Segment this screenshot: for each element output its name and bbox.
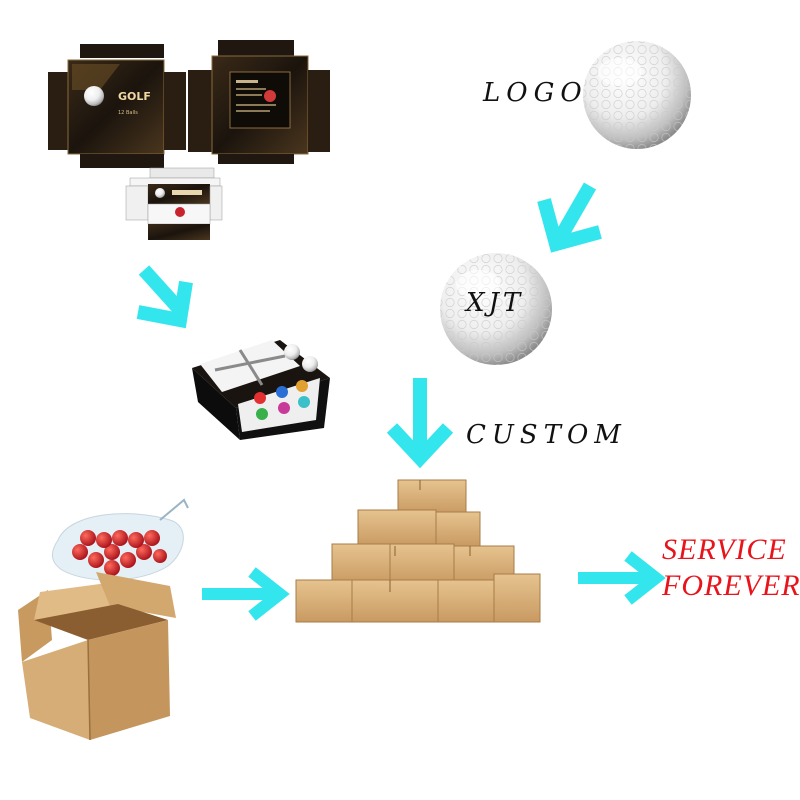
service-line-2: FOREVER	[662, 569, 800, 602]
printed-golf-ball-icon	[440, 253, 552, 365]
golf-box-dieline-icon: GOLF 12 Balls	[48, 44, 186, 168]
ball-print-label: XJT	[466, 288, 525, 318]
box-brand-text: GOLF	[118, 90, 151, 103]
carton-stack-icon	[295, 479, 541, 623]
service-forever-label: SERVICE FOREVER	[662, 532, 800, 604]
golf-ball-icon	[583, 41, 691, 149]
arrow-icon	[578, 551, 666, 605]
bag-of-balls-icon	[52, 498, 189, 581]
logo-label: LOGO	[483, 78, 588, 108]
open-carton-icon	[18, 572, 176, 741]
arrow-icon	[537, 182, 602, 253]
arrow-icon	[136, 265, 193, 329]
service-line-1: SERVICE	[662, 533, 787, 566]
golf-box-dieline-icon	[125, 167, 223, 240]
gift-box-icon	[192, 340, 330, 440]
arrow-icon	[202, 567, 290, 621]
arrow-icon	[386, 378, 454, 469]
box-count-text: 12 Balls	[118, 110, 138, 116]
golf-box-dieline-icon	[188, 40, 330, 164]
custom-label: CUSTOM	[466, 420, 627, 450]
